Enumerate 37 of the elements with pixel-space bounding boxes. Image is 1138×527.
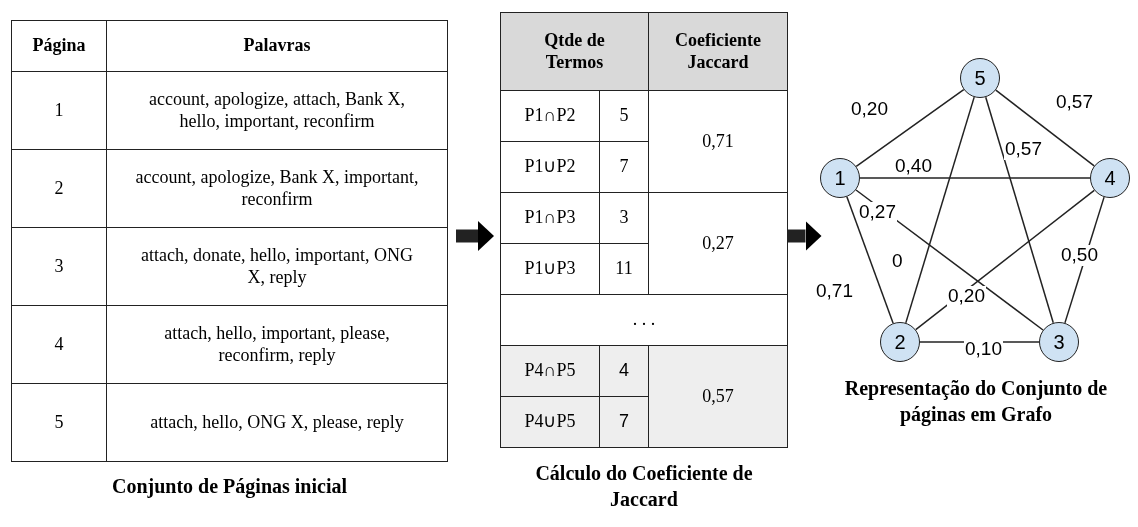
- column-header: Coeficiente Jaccard: [648, 12, 788, 91]
- edge-label: 0,20: [947, 286, 986, 307]
- graph-edge: [915, 189, 1095, 331]
- edge-label: 0,20: [850, 99, 889, 120]
- term-count: 7: [599, 396, 649, 448]
- set-operation: P4∪P5: [500, 396, 600, 448]
- heading: Conjunto de Páginas inicial: [110, 474, 348, 499]
- edge-label: 0,50: [1060, 245, 1099, 266]
- graph-edge: [985, 96, 1054, 324]
- set-operation: P4∩P5: [500, 345, 600, 397]
- edge-label: 0,27: [858, 202, 897, 223]
- column-header: Qtde de Termos: [500, 12, 649, 91]
- graph-node-circle: 1: [820, 158, 860, 198]
- block-arrow: [456, 221, 494, 251]
- graph-node-circle: 5: [960, 58, 1000, 98]
- graph-edge: [859, 177, 1091, 179]
- jaccard-value: 0,57: [648, 345, 788, 448]
- column-header: Página: [11, 20, 107, 72]
- word-list: attach, hello, ONG X, please, reply: [106, 383, 448, 462]
- graph-edge: [855, 88, 965, 168]
- graph-node-circle: 3: [1039, 322, 1079, 362]
- column-header: Palavras: [106, 20, 448, 72]
- edge-label: 0,71: [815, 281, 854, 302]
- ellipsis: . . .: [500, 294, 788, 346]
- heading: Representação do Conjunto de páginas em Grafo: [843, 376, 1109, 427]
- term-count: 4: [599, 345, 649, 397]
- edge-label: 0,57: [1004, 139, 1043, 160]
- page-number: 5: [11, 383, 107, 462]
- graph-edge: [905, 96, 975, 324]
- graph-node-circle: 2: [880, 322, 920, 362]
- graph-edge: [995, 89, 1095, 167]
- heading: Cálculo do Coeficiente de Jaccard: [534, 461, 754, 512]
- edge-label: 0,57: [1055, 92, 1094, 113]
- edge-label: 0,10: [964, 339, 1003, 360]
- graph-node-circle: 4: [1090, 158, 1130, 198]
- edge-label: 0,40: [894, 156, 933, 177]
- graph-edge: [846, 196, 894, 324]
